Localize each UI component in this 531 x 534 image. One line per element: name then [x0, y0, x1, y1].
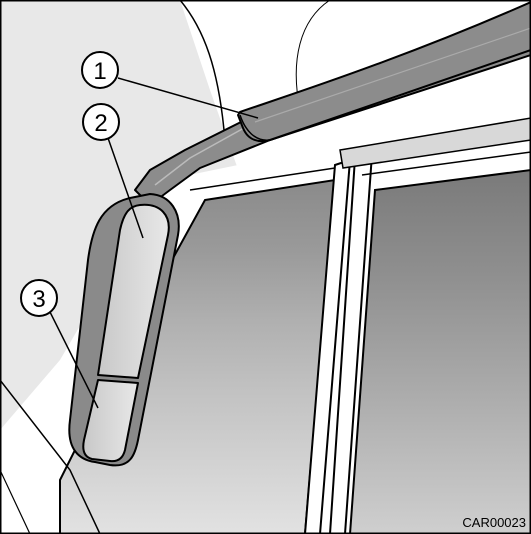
- callout-number: 3: [32, 286, 45, 313]
- roof-curve-line: [179, 0, 225, 131]
- boom-sleeve: [237, 1, 531, 143]
- main-mirror-glass: [97, 203, 170, 379]
- windshield-frame-line: [361, 151, 531, 176]
- cab-lower-line: [0, 469, 31, 534]
- sleeve-highlight: [254, 27, 531, 123]
- window-top-frame: [189, 167, 336, 191]
- cab-edge-line: [0, 379, 101, 534]
- windshield-top-strip: [339, 117, 531, 169]
- figure-code: CAR00023: [462, 515, 526, 530]
- callout-2: 2: [82, 103, 120, 141]
- leader-line-3: [49, 311, 99, 409]
- windshield: [348, 168, 531, 534]
- callout-3: 3: [20, 279, 58, 317]
- callout-circle: [81, 51, 119, 89]
- leader-line-1: [117, 77, 259, 119]
- callout-1: 1: [81, 51, 119, 89]
- callout-number: 1: [93, 58, 106, 85]
- callout-circle: [20, 279, 58, 317]
- sleeve-end: [239, 114, 271, 141]
- wide-angle-mirror-glass: [82, 379, 139, 463]
- leader-line-2: [107, 137, 144, 239]
- callout-circle: [82, 103, 120, 141]
- callout-number: 2: [94, 110, 107, 137]
